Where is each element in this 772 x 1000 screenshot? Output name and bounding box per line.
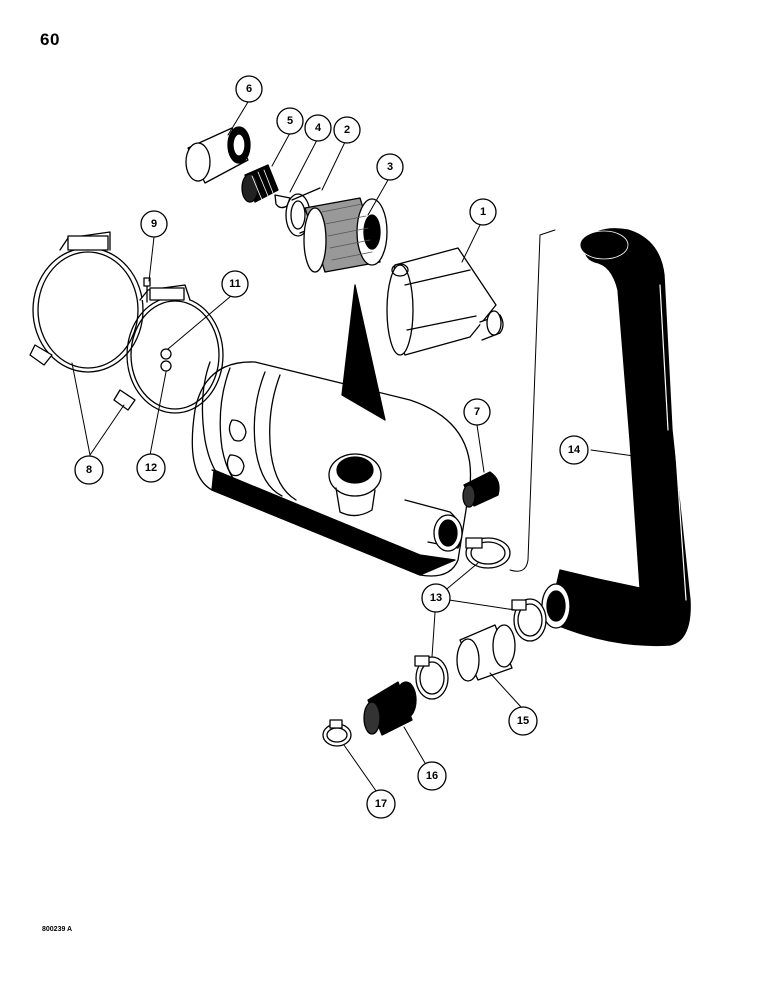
svg-text:1: 1 (480, 206, 486, 218)
callout-16: 16 (417, 761, 447, 791)
part-13-hose-clamp-lower (414, 655, 449, 700)
part-3-filter-element (303, 197, 388, 273)
callout-2: 2 (333, 116, 361, 144)
part-15-coupling (456, 624, 516, 682)
drawing-code: 800239 A (42, 926, 73, 933)
callout-4: 4 (304, 114, 332, 142)
svg-text:2: 2 (344, 124, 350, 136)
svg-text:17: 17 (375, 798, 387, 810)
part-8-band-clamp (29, 231, 144, 373)
svg-text:9: 9 (151, 218, 157, 230)
callout-9: 9 (140, 210, 168, 238)
svg-text:3: 3 (387, 161, 393, 173)
part-14-intake-hose (541, 228, 691, 647)
callout-7: 7 (463, 398, 491, 426)
callout-12: 12 (136, 453, 166, 483)
svg-text:14: 14 (568, 444, 581, 456)
svg-text:12: 12 (145, 462, 157, 474)
callout-5: 5 (276, 107, 304, 135)
leader-lines (71, 101, 635, 799)
callout-11: 11 (221, 270, 249, 298)
part-9-bolt (143, 277, 151, 303)
callout-6: 6 (235, 75, 263, 103)
svg-text:15: 15 (517, 715, 529, 727)
part-1-filter-element (386, 247, 504, 356)
callout-8: 8 (74, 455, 104, 485)
callout-17: 17 (366, 789, 396, 819)
svg-text:16: 16 (426, 770, 438, 782)
air-cleaner-housing (191, 361, 472, 577)
part-12-band-clamp (113, 284, 224, 414)
part-16-reducer (363, 681, 417, 736)
svg-text:5: 5 (287, 115, 293, 127)
svg-text:6: 6 (246, 83, 252, 95)
svg-text:11: 11 (229, 278, 241, 290)
part-11-nut (160, 348, 172, 372)
page-number: 60 (40, 30, 60, 49)
svg-text:13: 13 (430, 592, 442, 604)
part-17-clamp (322, 719, 352, 747)
svg-text:4: 4 (315, 122, 322, 134)
callout-14: 14 (559, 435, 589, 465)
callout-13: 13 (421, 583, 451, 613)
callout-3: 3 (376, 153, 404, 181)
part-7-valve (462, 471, 500, 508)
insertion-arrow (341, 284, 386, 421)
part-6-cap (185, 126, 251, 184)
svg-text:7: 7 (474, 406, 480, 418)
svg-text:8: 8 (86, 464, 92, 476)
callout-15: 15 (508, 706, 538, 736)
callout-1: 1 (469, 198, 497, 226)
part-13-hose-clamp-mid (511, 598, 547, 642)
part-13-hose-clamp-upper (465, 537, 511, 569)
part-5-cup (241, 164, 279, 203)
